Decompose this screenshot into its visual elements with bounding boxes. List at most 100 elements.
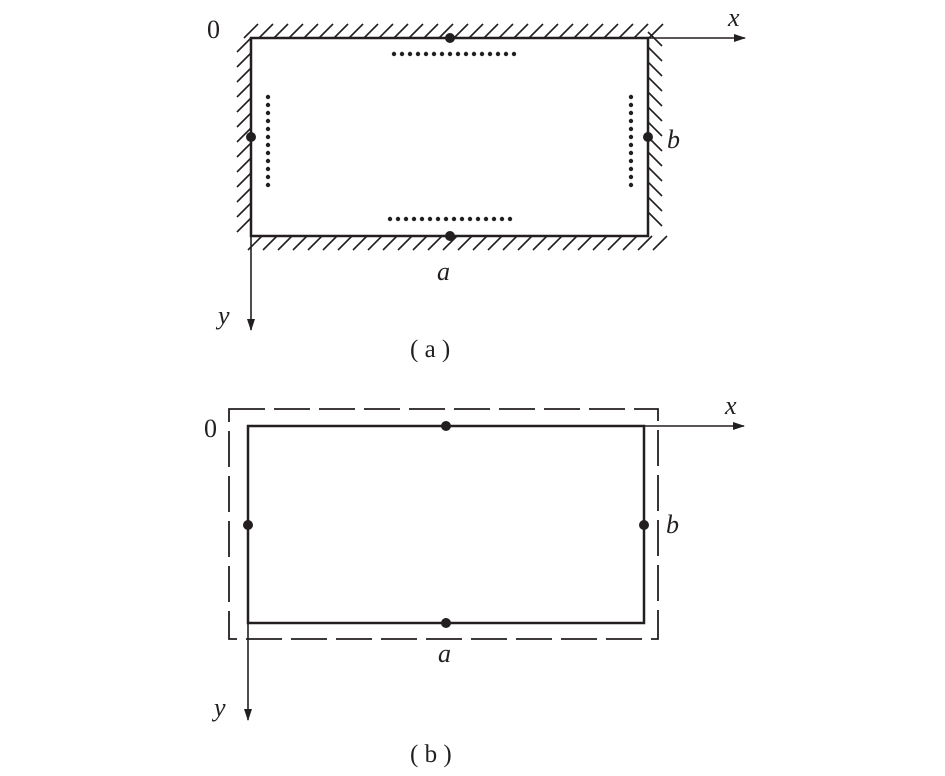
hatch-mark [588, 23, 604, 39]
nodal-dot [265, 94, 271, 100]
hatch-mark [502, 235, 518, 251]
nodal-dot [407, 51, 413, 57]
nodal-dot [628, 118, 634, 124]
caption-b: ( b ) [410, 741, 452, 768]
plate-a-boundary [249, 36, 650, 238]
midpoint-left-b [243, 520, 253, 530]
diagram-a: 0 x y a b ( a ) [207, 3, 746, 363]
hatch-mark [513, 23, 529, 39]
nodal-dot [495, 51, 501, 57]
nodal-dot [628, 102, 634, 108]
hatch-mark [378, 23, 394, 39]
hatch-mark [607, 235, 623, 251]
width-label-b: a [438, 639, 451, 668]
nodal-dot [399, 51, 405, 57]
nodal-dot [265, 110, 271, 116]
nodal-dot [265, 126, 271, 132]
hatch-mark [592, 235, 608, 251]
hatch-mark [468, 23, 484, 39]
hatch-mark [258, 23, 274, 39]
hatch-mark [647, 211, 663, 227]
midpoint-left-a [246, 132, 256, 142]
x-axis-label-a: x [727, 3, 740, 32]
hatch-mark [457, 235, 473, 251]
hatch-mark [453, 23, 469, 39]
nodal-dot [628, 174, 634, 180]
hatch-mark [423, 23, 439, 39]
origin-label-a: 0 [207, 15, 220, 44]
nodal-dot [503, 51, 509, 57]
hatch-mark [647, 61, 663, 77]
hatch-mark [397, 235, 413, 251]
caption-a: ( a ) [410, 336, 450, 363]
hatch-mark [647, 76, 663, 92]
hatch-mark [236, 202, 252, 218]
hatch-mark [277, 235, 293, 251]
origin-label-b: 0 [204, 414, 217, 443]
nodal-dot [265, 118, 271, 124]
hatch-mark [236, 217, 252, 233]
nodal-dot [419, 216, 425, 222]
nodal-dot [499, 216, 505, 222]
hatch-mark [236, 142, 252, 158]
nodal-line-dots-a [265, 51, 634, 222]
hatch-mark [618, 23, 634, 39]
hatch-mark [647, 181, 663, 197]
hatch-mark [498, 23, 514, 39]
nodal-dot [265, 134, 271, 140]
hatch-mark [647, 31, 663, 47]
hatch-mark [322, 235, 338, 251]
hatch-mark [288, 23, 304, 39]
hatch-mark [337, 235, 353, 251]
nodal-dot [491, 216, 497, 222]
nodal-dot [467, 216, 473, 222]
x-axis-label-b: x [724, 391, 737, 420]
hatch-mark [647, 91, 663, 107]
nodal-dot [463, 51, 469, 57]
nodal-dot [451, 216, 457, 222]
nodal-dot [427, 216, 433, 222]
hatching-a [236, 23, 668, 251]
nodal-dot [628, 150, 634, 156]
hatch-mark [273, 23, 289, 39]
diagram-b: 0 x y a b ( b ) [204, 391, 745, 768]
hatch-mark [352, 235, 368, 251]
midpoint-bottom-a [445, 231, 455, 241]
nodal-dot [265, 142, 271, 148]
hatch-mark [367, 235, 383, 251]
hatch-mark [236, 82, 252, 98]
nodal-dot [628, 182, 634, 188]
hatch-mark [558, 23, 574, 39]
nodal-dot [447, 51, 453, 57]
nodal-dot [443, 216, 449, 222]
hatch-mark [647, 106, 663, 122]
nodal-dot [483, 216, 489, 222]
hatch-mark [547, 235, 563, 251]
hatch-mark [236, 112, 252, 128]
hatch-mark [236, 97, 252, 113]
nodal-dot [265, 150, 271, 156]
hatch-mark [622, 235, 638, 251]
hatch-mark [382, 235, 398, 251]
hatch-mark [427, 235, 443, 251]
nodal-dot [431, 51, 437, 57]
height-label-b-a: b [667, 125, 680, 154]
hatch-mark [647, 166, 663, 182]
nodal-dot [455, 51, 461, 57]
hatch-mark [292, 235, 308, 251]
midpoint-right-a [643, 132, 653, 142]
hatch-mark [363, 23, 379, 39]
nodal-dot [628, 142, 634, 148]
width-label-a: a [437, 257, 450, 286]
hatch-mark [408, 23, 424, 39]
nodal-dot [628, 126, 634, 132]
midpoint-right-b [639, 520, 649, 530]
hatch-mark [303, 23, 319, 39]
nodal-dot [511, 51, 517, 57]
nodal-dot [475, 216, 481, 222]
nodal-dot [479, 51, 485, 57]
hatch-mark [236, 127, 252, 143]
hatch-mark [633, 23, 649, 39]
plate-b-boundary [246, 424, 646, 625]
hatch-mark [236, 172, 252, 188]
